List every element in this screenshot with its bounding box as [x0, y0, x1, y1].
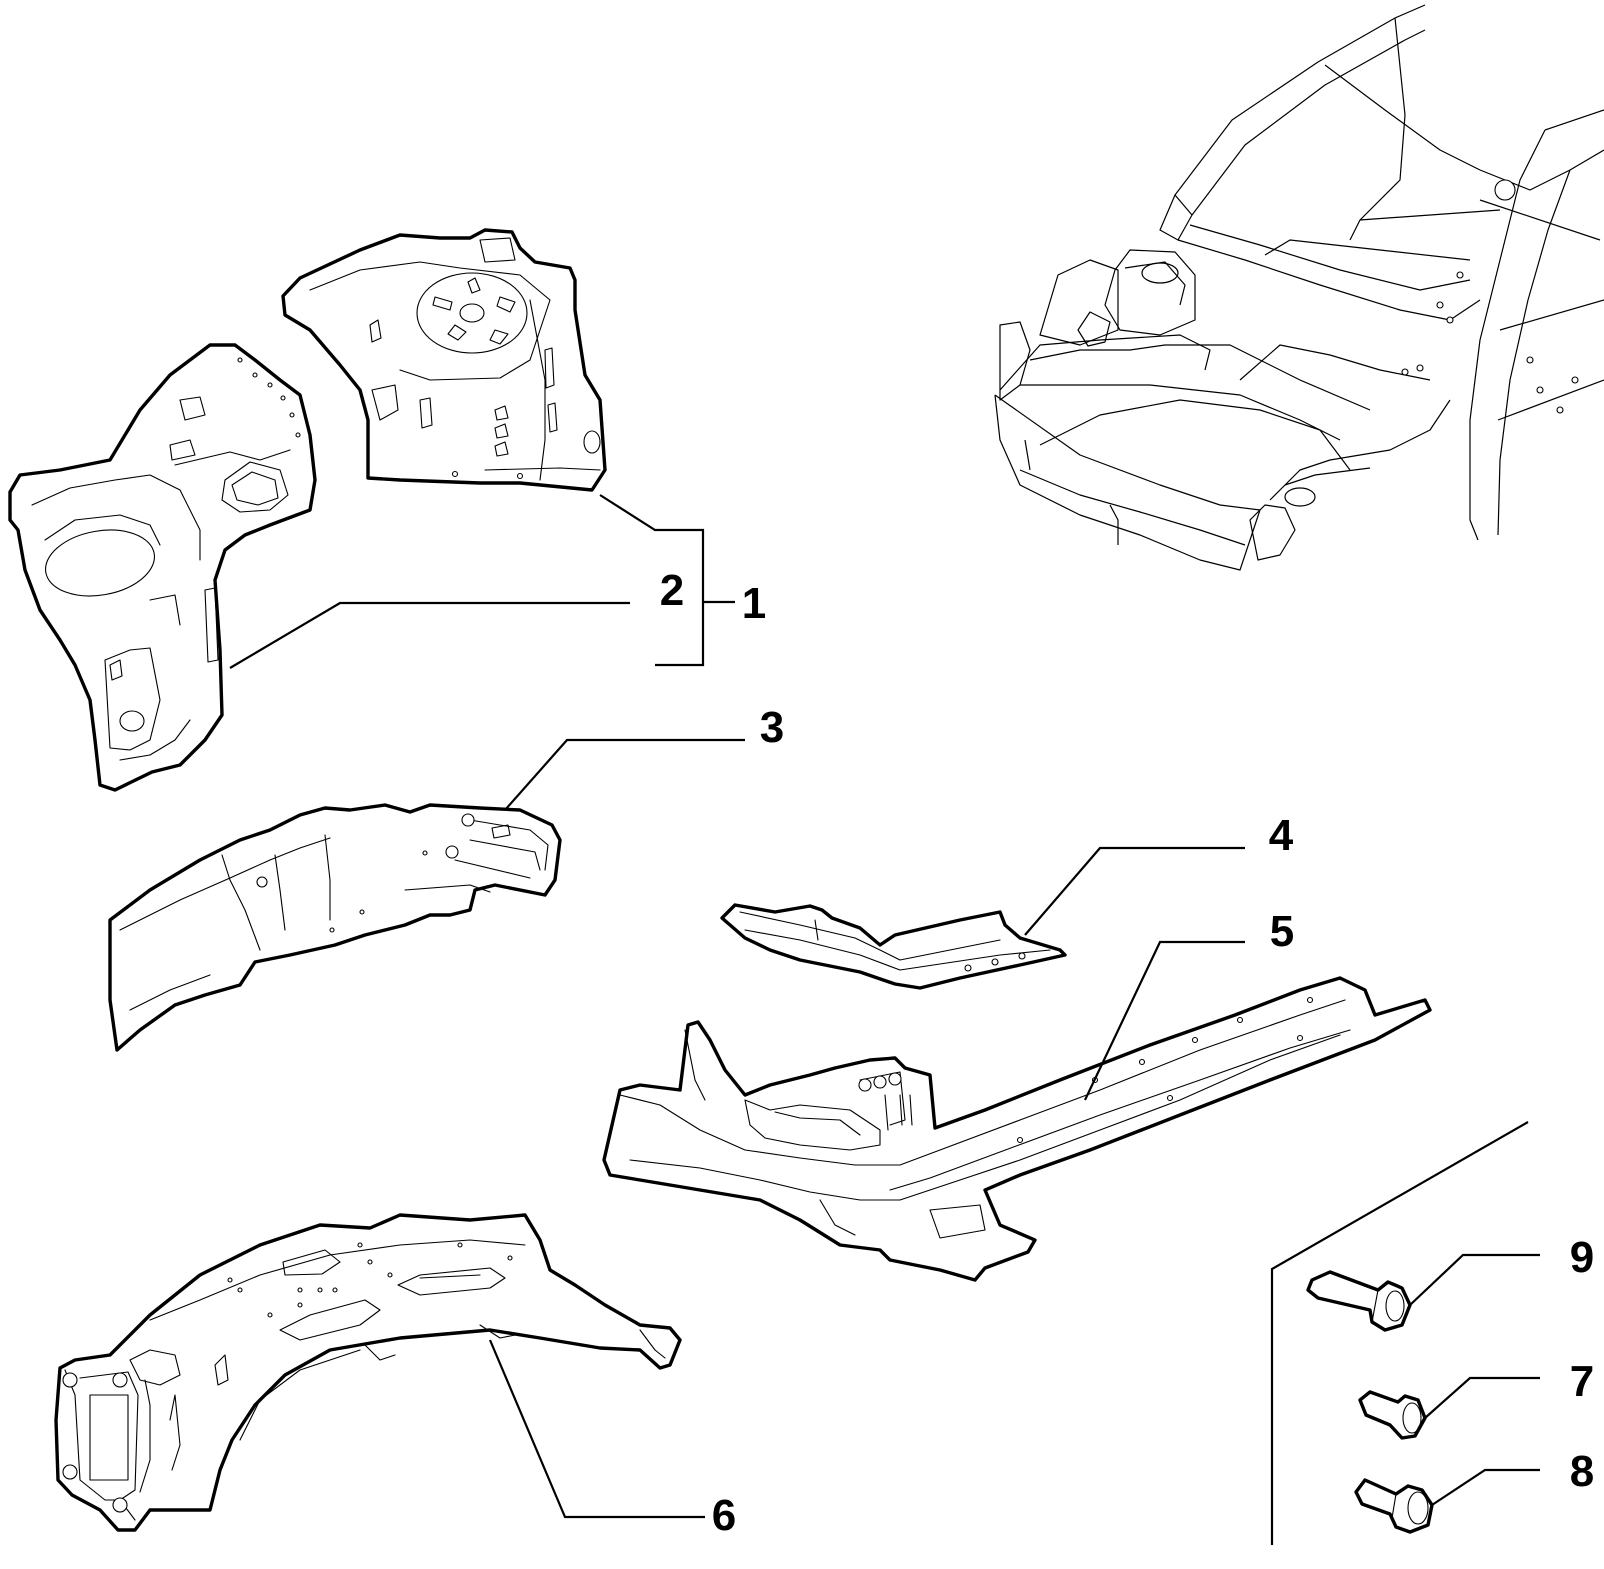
callout-2: 2: [660, 566, 684, 615]
vehicle-body-frame-illustration: [994, 4, 1604, 571]
leader-lines: [229, 494, 1540, 1545]
callout-4: 4: [1269, 811, 1294, 860]
callout-6: 6: [712, 1491, 736, 1540]
part-1-strut-tower: [281, 228, 607, 492]
part-5-front-longitudinal-rail: [602, 976, 1432, 1282]
callout-3: 3: [760, 703, 784, 752]
callout-7: 7: [1570, 1357, 1594, 1406]
part-2-wheelhouse-apron: [8, 343, 317, 792]
part-7-pin: [1358, 1390, 1427, 1440]
part-3-side-member: [108, 803, 562, 1052]
callout-1: 1: [742, 579, 766, 628]
part-8-bolt: [1354, 1478, 1434, 1534]
callout-5: 5: [1270, 907, 1294, 956]
part-4-reinforcement: [720, 903, 1067, 990]
part-6-wheel-arch-member: [54, 1213, 682, 1532]
callout-9: 9: [1570, 1233, 1594, 1282]
part-9-bolt: [1306, 1270, 1412, 1332]
callout-8: 8: [1570, 1447, 1594, 1496]
